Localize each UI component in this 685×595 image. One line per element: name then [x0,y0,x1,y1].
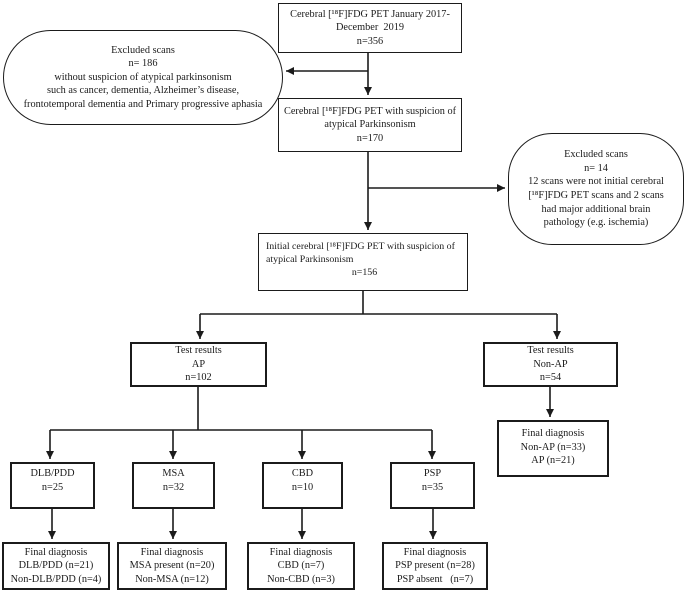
node-line: n=25 [41,481,64,493]
node-excluded-scans-186: Excluded scans n= 186 without suspicion … [3,30,283,125]
node-line: n=35 [421,481,444,493]
node-line: Non-DLB/PDD (n=4) [10,573,102,585]
node-line: frontotemporal dementia and Primary prog… [23,98,263,110]
node-line: Final diagnosis [24,546,88,558]
node-test-results-nonap: Test results Non-AP n=54 [483,342,618,387]
node-line: Excluded scans [564,149,628,161]
node-line: 12 scans were not initial cerebral [528,176,664,188]
node-line: AP (n=21) [531,455,575,467]
node-line: Final diagnosis [140,546,204,558]
node-line: PSP present (n=28) [395,560,475,572]
node-line: Non-CBD (n=3) [267,573,335,585]
node-line: such as cancer, dementia, Alzheimer’s di… [46,85,240,97]
node-line: DLB/PDD (n=21) [18,560,94,572]
node-msa: MSA n=32 [132,462,215,509]
node-line: n=54 [539,372,562,384]
node-line: MSA [162,467,185,479]
node-line: Non-AP [533,358,568,370]
node-line: December 2019 [335,22,405,34]
node-line: Initial cerebral [¹⁸F]FDG PET with suspi… [266,241,455,252]
node-final-diagnosis-msa: Final diagnosis MSA present (n=20) Non-M… [117,542,227,590]
node-line: MSA present (n=20) [129,560,215,572]
node-pet-total: Cerebral [¹⁸F]FDG PET January 2017- Dece… [278,3,462,53]
node-psp: PSP n=35 [390,462,475,509]
node-line: CBD [291,467,314,479]
node-line: n=170 [356,132,384,144]
node-final-diagnosis-psp: Final diagnosis PSP present (n=28) PSP a… [382,542,488,590]
node-line: n= 14 [584,162,608,174]
node-final-diagnosis-dlb: Final diagnosis DLB/PDD (n=21) Non-DLB/P… [2,542,110,590]
node-line: n=356 [356,35,384,47]
node-initial-pet: Initial cerebral [¹⁸F]FDG PET with suspi… [258,233,468,291]
node-cbd: CBD n=10 [262,462,343,509]
node-line: atypical Parkinsonism [324,119,416,131]
node-line: pathology (e.g. ischemia) [543,217,649,229]
node-line: Final diagnosis [403,546,467,558]
node-line: n= 186 [128,58,158,70]
node-line: Test results [527,345,574,357]
node-line: n=32 [162,481,185,493]
node-final-diagnosis-nonap: Final diagnosis Non-AP (n=33) AP (n=21) [497,420,609,477]
node-line: DLB/PDD [30,467,75,479]
node-line: Non-MSA (n=12) [135,573,209,585]
node-line: CBD (n=7) [277,560,325,572]
node-line: [¹⁸F]FDG PET scans and 2 scans [528,190,664,201]
node-pet-suspicion: Cerebral [¹⁸F]FDG PET with suspicion of … [278,98,462,152]
node-line: Excluded scans [111,44,175,56]
node-line: PSP absent (n=7) [396,573,474,585]
node-excluded-scans-14: Excluded scans n= 14 12 scans were not i… [508,133,684,245]
node-line: n=102 [185,372,212,384]
node-line: Cerebral [¹⁸F]FDG PET with suspicion of [283,105,457,117]
node-line: Test results [175,345,222,357]
node-line: n=10 [291,481,314,493]
node-line: PSP [423,467,442,479]
node-final-diagnosis-cbd: Final diagnosis CBD (n=7) Non-CBD (n=3) [247,542,355,590]
node-line: n=156 [351,267,378,279]
node-line: Non-AP (n=33) [520,441,586,453]
node-line: Final diagnosis [269,546,333,558]
node-dlb-pdd: DLB/PDD n=25 [10,462,95,509]
node-line: without suspicion of atypical parkinsoni… [54,71,232,83]
node-line: Final diagnosis [521,428,585,439]
node-line: Cerebral [¹⁸F]FDG PET January 2017- [290,8,450,20]
node-test-results-ap: Test results AP n=102 [130,342,267,387]
node-line: had major additional brain [541,203,651,215]
node-line: atypical Parkinsonism [266,254,354,266]
node-line: AP [191,358,206,370]
